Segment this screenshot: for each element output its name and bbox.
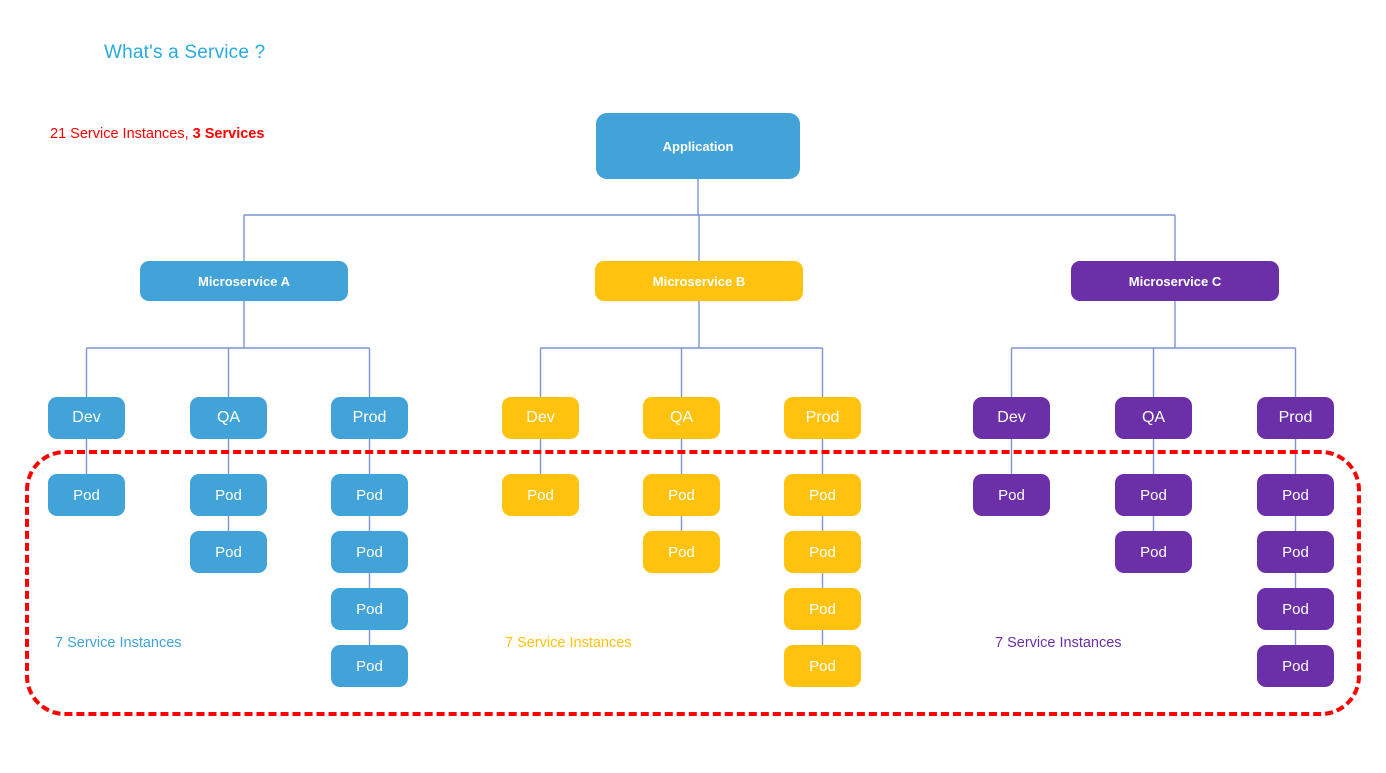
- service-instances-note-b: 7 Service Instances: [505, 635, 632, 651]
- summary-prefix: 21 Service Instances,: [50, 126, 193, 142]
- env-node-microservice-c-prod-label: Prod: [1278, 409, 1313, 426]
- application-node-label: Application: [662, 138, 734, 154]
- pod-node[interactable]: Pod: [331, 531, 408, 573]
- microservice-node-b[interactable]: Microservice B: [595, 261, 803, 301]
- summary-text: 21 Service Instances, 3 Services: [50, 126, 264, 142]
- pod-node-label: Pod: [1282, 486, 1309, 504]
- pod-node[interactable]: Pod: [331, 474, 408, 516]
- pod-node[interactable]: Pod: [1257, 474, 1334, 516]
- pod-node[interactable]: Pod: [784, 645, 861, 687]
- pod-node[interactable]: Pod: [190, 474, 267, 516]
- env-node-microservice-c-prod[interactable]: Prod: [1257, 397, 1334, 439]
- env-node-microservice-b-dev-label: Dev: [526, 409, 555, 426]
- pod-node[interactable]: Pod: [784, 531, 861, 573]
- env-node-microservice-a-prod-label: Prod: [352, 409, 387, 426]
- pod-node-label: Pod: [356, 543, 383, 561]
- pod-node-label: Pod: [809, 657, 836, 675]
- pod-node-label: Pod: [1140, 486, 1167, 504]
- pod-node-label: Pod: [356, 600, 383, 618]
- env-node-microservice-a-qa[interactable]: QA: [190, 397, 267, 439]
- service-instances-note-c: 7 Service Instances: [995, 635, 1122, 651]
- pod-node-label: Pod: [527, 486, 554, 504]
- pod-node-label: Pod: [809, 486, 836, 504]
- pod-node[interactable]: Pod: [643, 531, 720, 573]
- env-node-microservice-a-dev[interactable]: Dev: [48, 397, 125, 439]
- env-node-microservice-b-dev[interactable]: Dev: [502, 397, 579, 439]
- pod-node[interactable]: Pod: [1257, 531, 1334, 573]
- pod-node-label: Pod: [356, 486, 383, 504]
- pod-node-label: Pod: [1282, 543, 1309, 561]
- microservice-node-b-label: Microservice B: [652, 273, 746, 289]
- env-node-microservice-c-qa[interactable]: QA: [1115, 397, 1192, 439]
- pod-node-label: Pod: [215, 543, 242, 561]
- pod-node[interactable]: Pod: [643, 474, 720, 516]
- env-node-microservice-b-qa-label: QA: [669, 409, 694, 426]
- pod-node[interactable]: Pod: [331, 645, 408, 687]
- pod-node[interactable]: Pod: [331, 588, 408, 630]
- env-node-microservice-a-qa-label: QA: [216, 409, 241, 426]
- env-node-microservice-c-dev-label: Dev: [997, 409, 1026, 426]
- microservice-node-a-label: Microservice A: [197, 273, 290, 289]
- pod-node-label: Pod: [1282, 657, 1309, 675]
- pod-node[interactable]: Pod: [973, 474, 1050, 516]
- pod-node-label: Pod: [215, 486, 242, 504]
- microservice-node-a[interactable]: Microservice A: [140, 261, 348, 301]
- pod-node[interactable]: Pod: [784, 474, 861, 516]
- pod-node[interactable]: Pod: [1115, 474, 1192, 516]
- pod-node-label: Pod: [809, 600, 836, 618]
- pod-node[interactable]: Pod: [48, 474, 125, 516]
- pod-node[interactable]: Pod: [1257, 588, 1334, 630]
- pod-node-label: Pod: [1282, 600, 1309, 618]
- env-node-microservice-b-qa[interactable]: QA: [643, 397, 720, 439]
- pod-node[interactable]: Pod: [1115, 531, 1192, 573]
- env-node-microservice-b-prod-label: Prod: [805, 409, 840, 426]
- env-node-microservice-a-dev-label: Dev: [72, 409, 101, 426]
- env-node-microservice-a-prod[interactable]: Prod: [331, 397, 408, 439]
- microservice-node-c-label: Microservice C: [1128, 273, 1222, 289]
- pod-node-label: Pod: [356, 657, 383, 675]
- pod-node-label: Pod: [1140, 543, 1167, 561]
- pod-node[interactable]: Pod: [190, 531, 267, 573]
- env-node-microservice-b-prod[interactable]: Prod: [784, 397, 861, 439]
- pod-node[interactable]: Pod: [1257, 645, 1334, 687]
- pod-node-label: Pod: [668, 486, 695, 504]
- microservice-node-c[interactable]: Microservice C: [1071, 261, 1279, 301]
- pod-node-label: Pod: [809, 543, 836, 561]
- pod-node[interactable]: Pod: [784, 588, 861, 630]
- pod-node-label: Pod: [73, 486, 100, 504]
- pod-node-label: Pod: [668, 543, 695, 561]
- summary-emphasis: 3 Services: [192, 126, 265, 142]
- env-node-microservice-c-qa-label: QA: [1141, 409, 1166, 426]
- page-title: What's a Service ?: [104, 42, 266, 63]
- env-node-microservice-c-dev[interactable]: Dev: [973, 397, 1050, 439]
- service-instances-note-a: 7 Service Instances: [55, 635, 182, 651]
- application-node[interactable]: Application: [596, 113, 800, 179]
- pod-node-label: Pod: [998, 486, 1025, 504]
- pod-node[interactable]: Pod: [502, 474, 579, 516]
